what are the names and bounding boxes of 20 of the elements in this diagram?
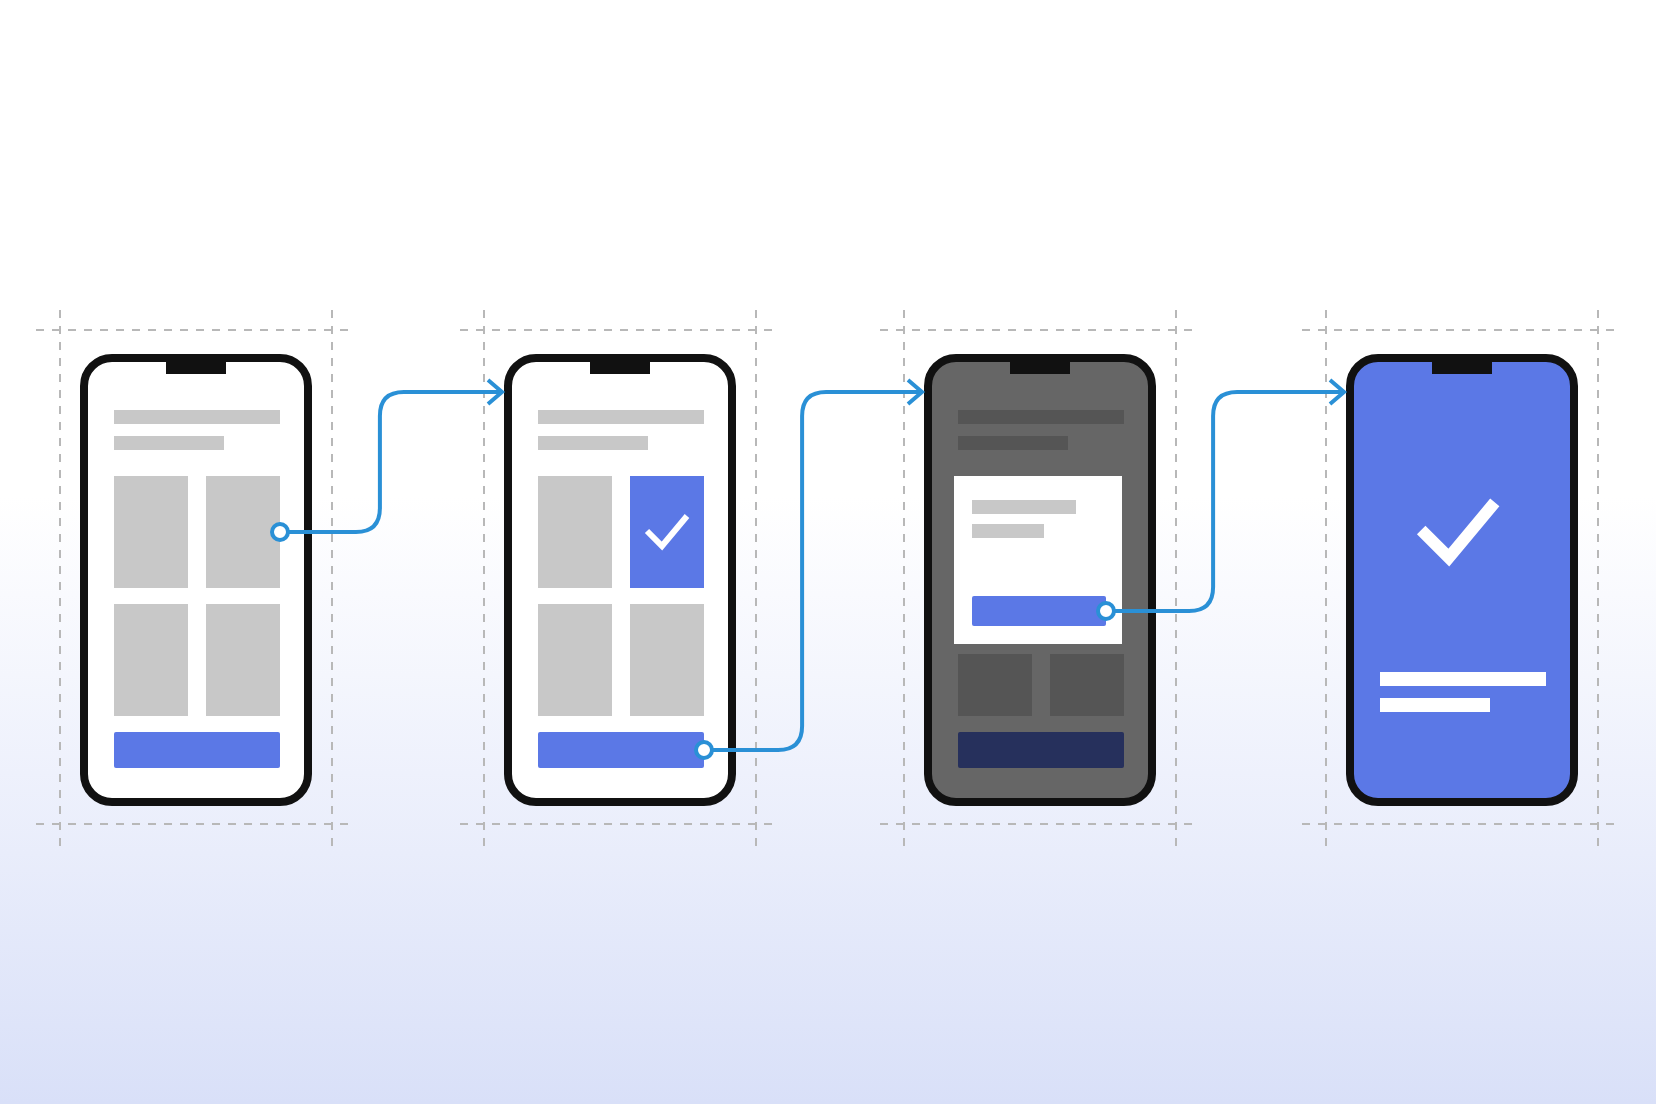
action-bar <box>972 596 1106 626</box>
phone-drawing <box>80 354 312 806</box>
image-tile <box>538 476 612 588</box>
modal-dialog <box>954 476 1122 644</box>
flow-arrow <box>694 378 924 760</box>
image-tile <box>206 476 280 588</box>
image-tile <box>538 604 612 716</box>
image-tile <box>114 604 188 716</box>
flow-arrow <box>270 378 504 542</box>
action-bar <box>958 732 1124 768</box>
image-tile <box>206 604 280 716</box>
phone-drawing <box>924 354 1156 806</box>
phone-drawing <box>1346 354 1578 806</box>
image-tile <box>114 476 188 588</box>
phone-drawing <box>504 354 736 806</box>
action-bar <box>114 732 280 768</box>
action-bar <box>538 732 704 768</box>
image-tile <box>630 604 704 716</box>
flow-arrow <box>1096 378 1346 621</box>
selected-tile <box>630 476 704 588</box>
